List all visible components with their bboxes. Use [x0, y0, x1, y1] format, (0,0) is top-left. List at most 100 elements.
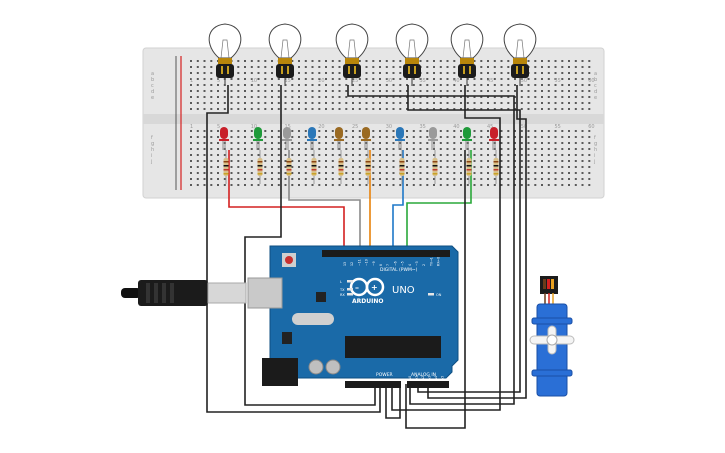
led-icon[interactable]: [395, 127, 405, 150]
breadboard-hole: [507, 66, 510, 68]
breadboard-hole: [203, 142, 206, 144]
breadboard-hole: [271, 160, 273, 162]
breadboard-hole: [439, 184, 442, 186]
light-bulb-icon[interactable]: [335, 23, 369, 86]
breadboard-hole: [331, 102, 334, 104]
breadboard-hole: [291, 172, 294, 174]
breadboard-hole: [460, 172, 462, 174]
resistor-icon[interactable]: [223, 150, 229, 184]
breadboard-hole: [196, 102, 199, 104]
breadboard-hole: [493, 102, 496, 104]
breadboard-hole: [352, 184, 354, 186]
servo-motor[interactable]: [529, 276, 575, 397]
analog-pin-label: A3: [428, 376, 432, 380]
breadboard-hole: [352, 96, 354, 98]
breadboard-hole: [480, 136, 483, 138]
breadboard-hole: [190, 78, 192, 80]
light-bulb-icon[interactable]: [208, 23, 242, 86]
breadboard-hole: [257, 142, 260, 144]
breadboard-hole: [190, 148, 192, 150]
led-icon[interactable]: [462, 127, 472, 150]
breadboard-hole: [527, 96, 530, 98]
resistor-icon[interactable]: [466, 150, 472, 184]
breadboard-hole: [352, 90, 354, 92]
breadboard-hole: [527, 90, 530, 92]
breadboard-hole: [244, 60, 246, 62]
breadboard-hole: [291, 60, 294, 62]
breadboard-hole: [392, 78, 395, 80]
resistor-icon[interactable]: [286, 150, 292, 184]
breadboard-hole: [568, 78, 570, 80]
breadboard-hole: [345, 84, 348, 86]
breadboard-hole: [196, 66, 199, 68]
wire-black-1: [244, 85, 376, 406]
breadboard-hole: [520, 172, 523, 174]
light-bulb-icon[interactable]: [395, 23, 429, 86]
breadboard-hole: [446, 102, 449, 104]
breadboard-hole: [568, 84, 570, 86]
breadboard-hole: [230, 96, 233, 98]
breadboard-hole: [473, 178, 476, 180]
resistor-icon[interactable]: [399, 150, 405, 184]
breadboard-hole: [264, 84, 267, 86]
breadboard-hole: [399, 72, 402, 74]
breadboard-hole: [190, 66, 192, 68]
usb-cable[interactable]: [121, 280, 247, 306]
breadboard-hole: [541, 178, 543, 180]
breadboard-hole: [588, 78, 591, 80]
breadboard-hole: [500, 154, 503, 156]
breadboard-hole: [460, 160, 462, 162]
breadboard-hole: [466, 154, 469, 156]
breadboard-hole: [568, 178, 570, 180]
breadboard-hole: [379, 66, 381, 68]
breadboard-hole: [217, 142, 219, 144]
breadboard-hole: [392, 96, 395, 98]
breadboard-hole: [581, 90, 584, 92]
breadboard-hole: [541, 160, 543, 162]
breadboard-hole: [304, 154, 307, 156]
led-icon[interactable]: [334, 127, 344, 150]
breadboard-hole: [568, 166, 570, 168]
led-icon[interactable]: [219, 127, 229, 150]
resistor-icon[interactable]: [365, 150, 371, 184]
breadboard-hole: [473, 102, 476, 104]
breadboard-hole: [554, 108, 557, 110]
breadboard-hole: [385, 96, 388, 98]
breadboard-hole: [480, 142, 483, 144]
resistor-icon[interactable]: [432, 150, 438, 184]
breadboard-hole: [210, 102, 213, 104]
breadboard-hole: [230, 108, 233, 110]
breadboard-hole: [264, 154, 267, 156]
breadboard-hole: [500, 148, 503, 150]
led-icon[interactable]: [307, 127, 317, 150]
wire-black-6: [427, 85, 527, 399]
breadboard-hole: [298, 108, 300, 110]
breadboard-hole: [338, 178, 341, 180]
resistor-icon[interactable]: [338, 150, 344, 184]
digital-pin-label: ~11: [357, 259, 361, 266]
led-icon[interactable]: [282, 127, 292, 150]
led-icon[interactable]: [361, 127, 371, 150]
resistor-icon[interactable]: [493, 150, 499, 184]
resistor-icon[interactable]: [311, 150, 317, 184]
breadboard-hole: [190, 130, 192, 132]
light-bulb-icon[interactable]: [268, 23, 302, 86]
breadboard-hole: [460, 178, 462, 180]
breadboard-hole: [419, 154, 422, 156]
breadboard-hole: [453, 148, 456, 150]
led-icon[interactable]: [253, 127, 263, 150]
breadboard-hole: [237, 84, 240, 86]
breadboard-hole: [433, 90, 435, 92]
breadboard-hole: [372, 66, 375, 68]
resistor-icon[interactable]: [257, 150, 263, 184]
breadboard-hole: [460, 102, 462, 104]
led-icon[interactable]: [489, 127, 499, 150]
led-icon[interactable]: [428, 127, 438, 150]
breadboard-hole: [345, 148, 348, 150]
light-bulb-icon[interactable]: [450, 23, 484, 86]
breadboard-hole: [244, 130, 246, 132]
breadboard-hole: [244, 136, 246, 138]
arduino-uno[interactable]: – + ARDUINO UNO DIGITAL (PWM~) POWER ANA…: [247, 245, 459, 388]
light-bulb-icon[interactable]: [503, 23, 537, 86]
breadboard-hole: [365, 148, 368, 150]
